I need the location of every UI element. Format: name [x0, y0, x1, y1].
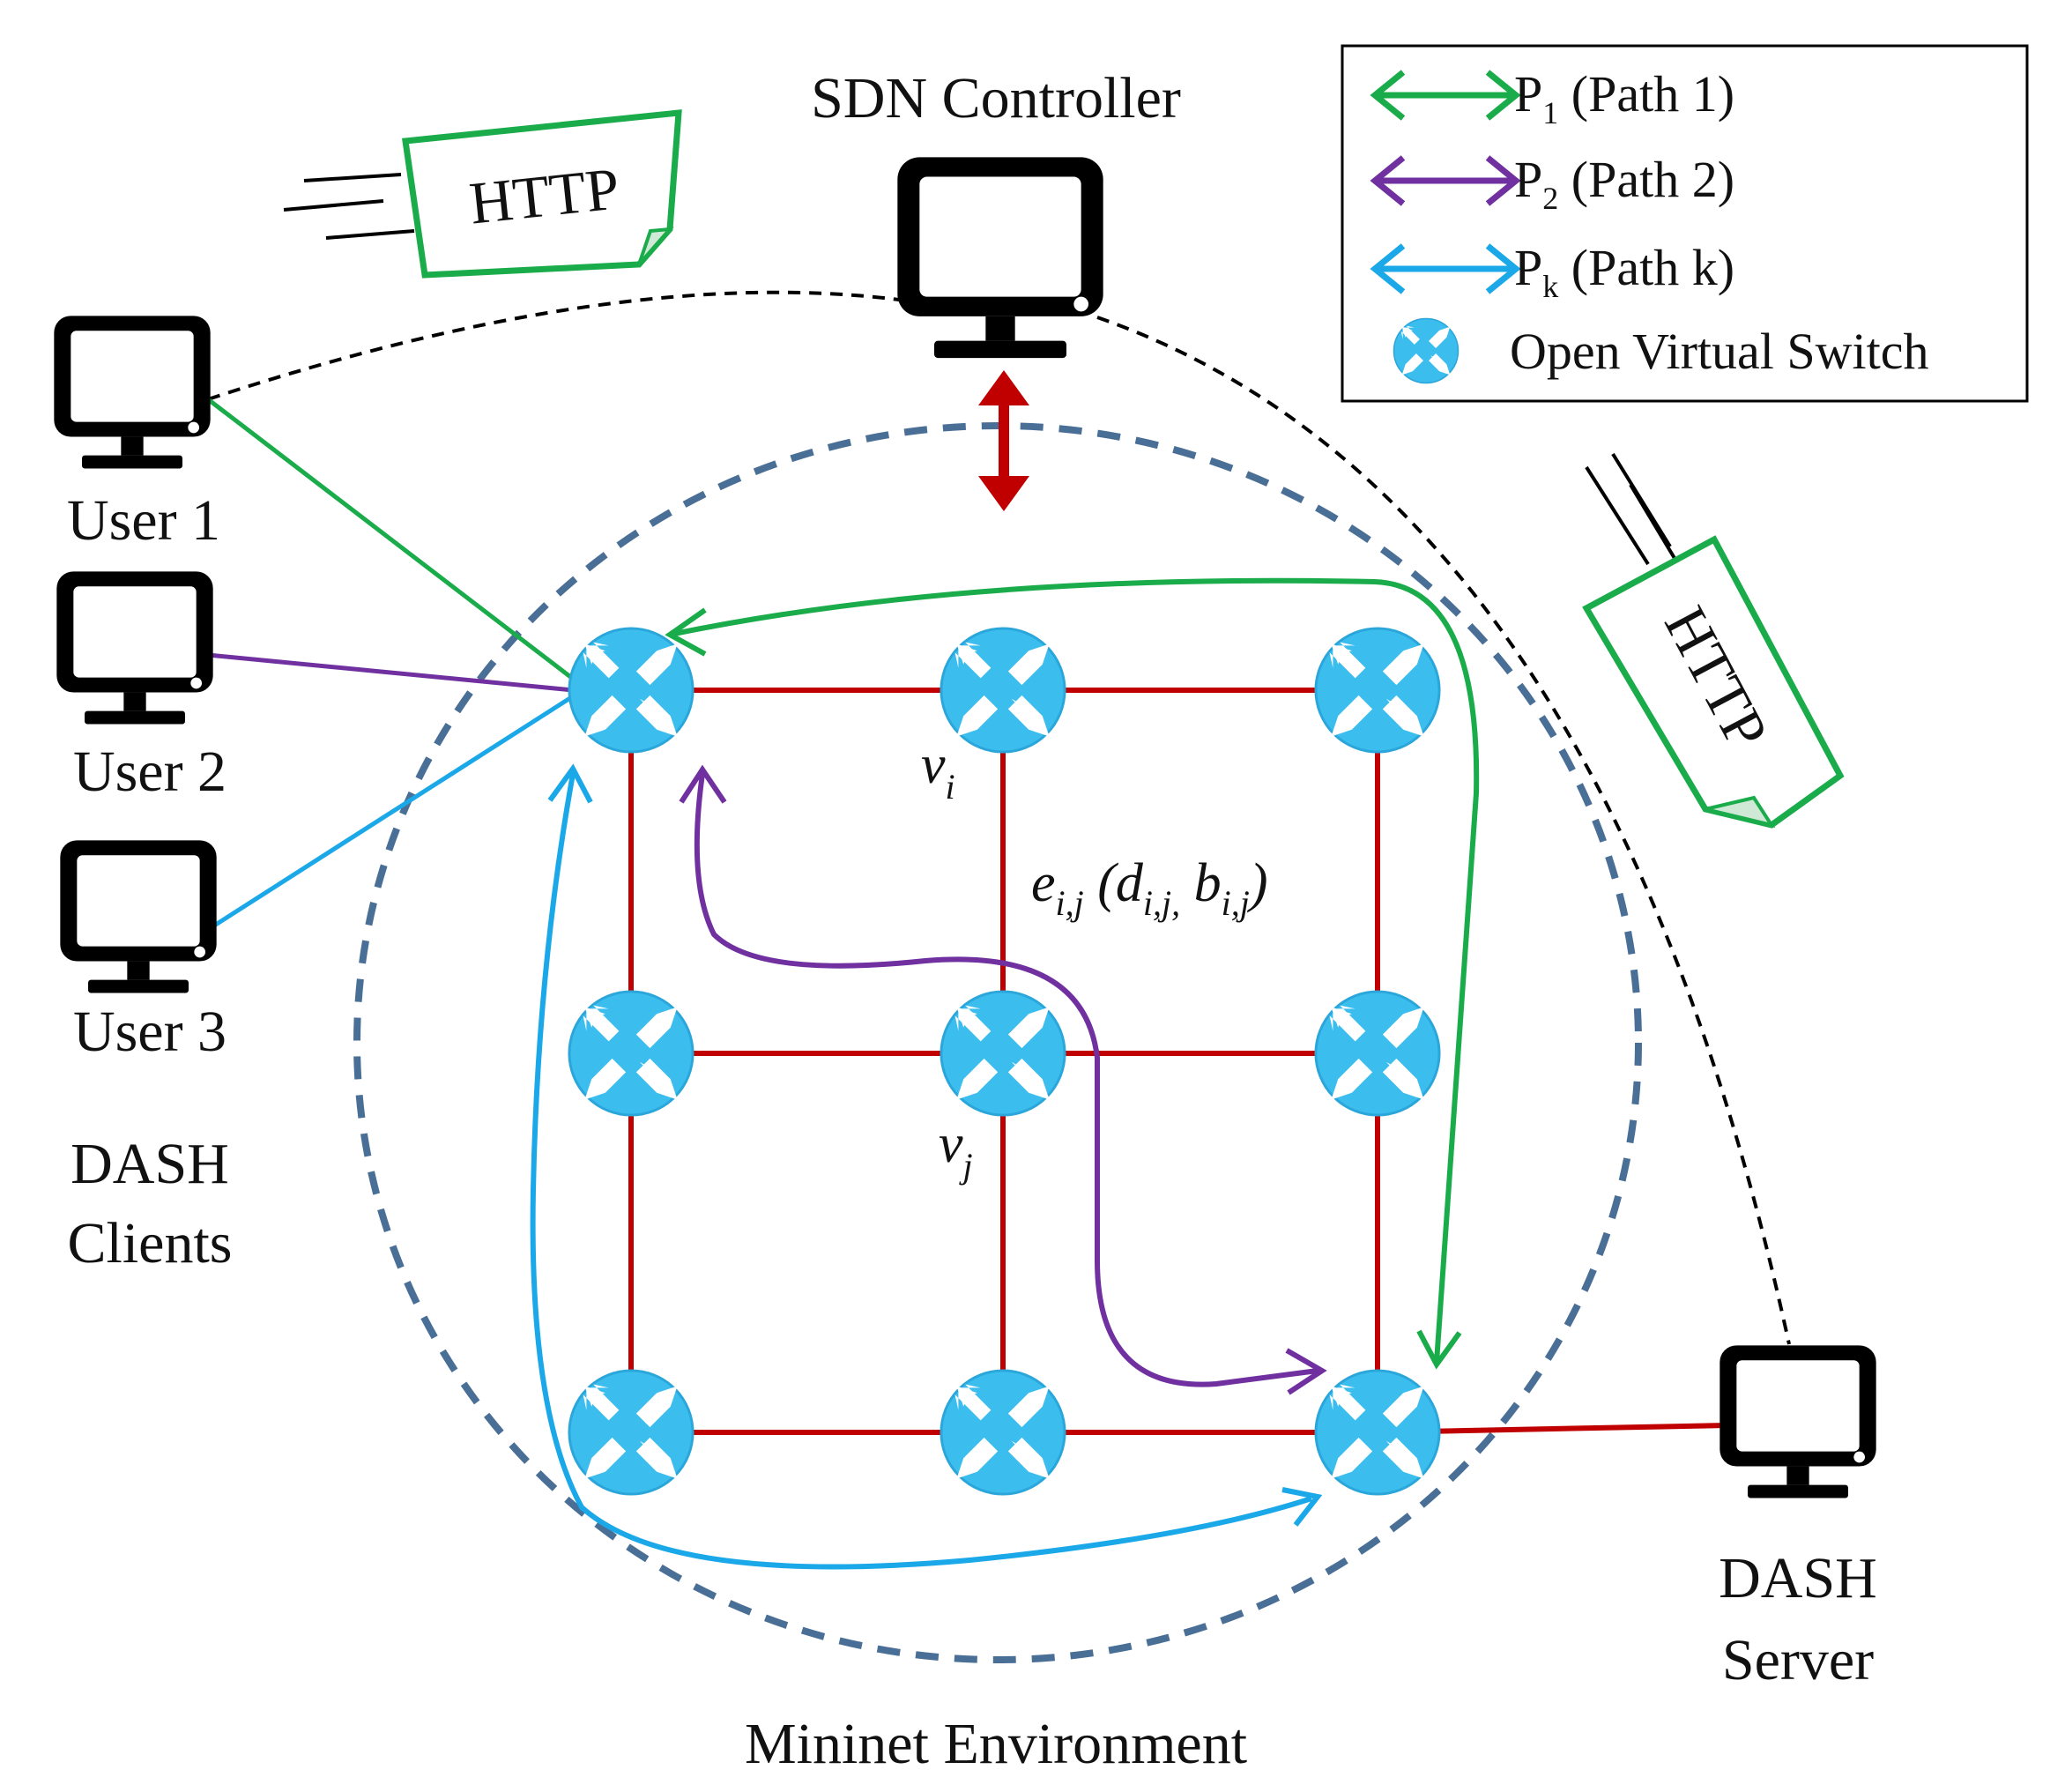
vj-label: vj	[939, 1114, 973, 1186]
control-link-server	[1096, 316, 1791, 1345]
user2-link	[207, 652, 574, 693]
legend-item-path2: P2 (Path 2)	[1370, 151, 1734, 216]
user3-label: User 3	[73, 1000, 227, 1064]
path-2-route	[694, 773, 1318, 1387]
switch-mid-right	[1314, 990, 1441, 1117]
legend-item-path1: P1 (Path 1)	[1370, 65, 1734, 130]
legend-item-pathk: Pk (Path k)	[1370, 239, 1734, 304]
legend: P1 (Path 1) P2 (Path 2) Pk (Path k) Open…	[1341, 44, 2029, 403]
path-k-arrowhead-start	[547, 763, 593, 804]
open-virtual-switch-icon	[1393, 317, 1460, 384]
user1-label: User 1	[67, 488, 220, 553]
legend-path1-text: (Path 1)	[1571, 65, 1734, 123]
switch-top-right	[1314, 627, 1441, 754]
switch-vi	[940, 627, 1066, 754]
legend-pathk-symbol: P	[1514, 239, 1542, 296]
mininet-environment-boundary	[353, 422, 1642, 1663]
switch-mid-left	[568, 990, 694, 1117]
grid-links	[628, 688, 1728, 1435]
switch-bottom-mid	[940, 1369, 1066, 1496]
path-2-arrowhead-end	[1285, 1348, 1327, 1395]
controller-monitor-icon	[897, 157, 1103, 359]
user2-monitor-icon	[56, 571, 213, 725]
legend-path2-sub: 2	[1542, 181, 1558, 216]
http-tag-1-label: HTTP	[466, 154, 622, 236]
svg-text:Pk (Path k): Pk (Path k)	[1514, 239, 1734, 304]
user3-link	[210, 694, 575, 930]
clients-group-label-line1: DASH	[71, 1132, 229, 1196]
legend-item-switch: Open Virtual Switch	[1393, 317, 1929, 384]
legend-pathk-text: (Path k)	[1571, 239, 1734, 296]
switch-top-left	[568, 627, 694, 754]
server-label-line2: Server	[1722, 1628, 1874, 1692]
legend-pathk-sub: k	[1542, 269, 1558, 304]
switch-bottom-right	[1314, 1369, 1441, 1496]
control-link-users	[207, 290, 900, 401]
path-1-arrowhead-end	[1416, 1329, 1462, 1370]
vi-label: vi	[921, 735, 955, 807]
server-monitor-icon	[1719, 1345, 1876, 1498]
switch-bottom-left	[568, 1369, 694, 1496]
svg-text:P1 (Path 1): P1 (Path 1)	[1514, 65, 1734, 130]
controller-link-arrow	[978, 370, 1029, 511]
svg-text:P2 (Path 2): P2 (Path 2)	[1514, 151, 1734, 216]
user1-monitor-icon	[54, 316, 211, 469]
path-k-route	[530, 773, 1312, 1570]
user3-monitor-icon	[60, 840, 217, 993]
path-1-route	[669, 577, 1480, 1363]
user2-label: User 2	[73, 740, 227, 804]
environment-label: Mininet Environment	[745, 1712, 1247, 1776]
legend-path1-symbol: P	[1514, 65, 1542, 123]
http-document-icon: HTTP	[283, 109, 682, 279]
path-2-arrowhead-start	[679, 764, 727, 804]
user1-link	[206, 398, 575, 680]
http-document-icon: HTTP	[1582, 452, 1845, 829]
legend-path2-symbol: P	[1514, 151, 1542, 208]
legend-path2-text: (Path 2)	[1571, 151, 1734, 208]
edge-label: ei,j (di,j, bi,j)	[1031, 853, 1268, 923]
path-1-arrowhead-start	[665, 607, 707, 657]
controller-label: SDN Controller	[811, 66, 1181, 130]
server-label-line1: DASH	[1719, 1546, 1877, 1610]
clients-group-label-line2: Clients	[67, 1211, 232, 1275]
switch-vj	[940, 990, 1066, 1117]
legend-path1-sub: 1	[1542, 95, 1558, 130]
legend-switch-text: Open Virtual Switch	[1510, 323, 1929, 380]
path-k-arrowhead-end	[1281, 1487, 1323, 1527]
